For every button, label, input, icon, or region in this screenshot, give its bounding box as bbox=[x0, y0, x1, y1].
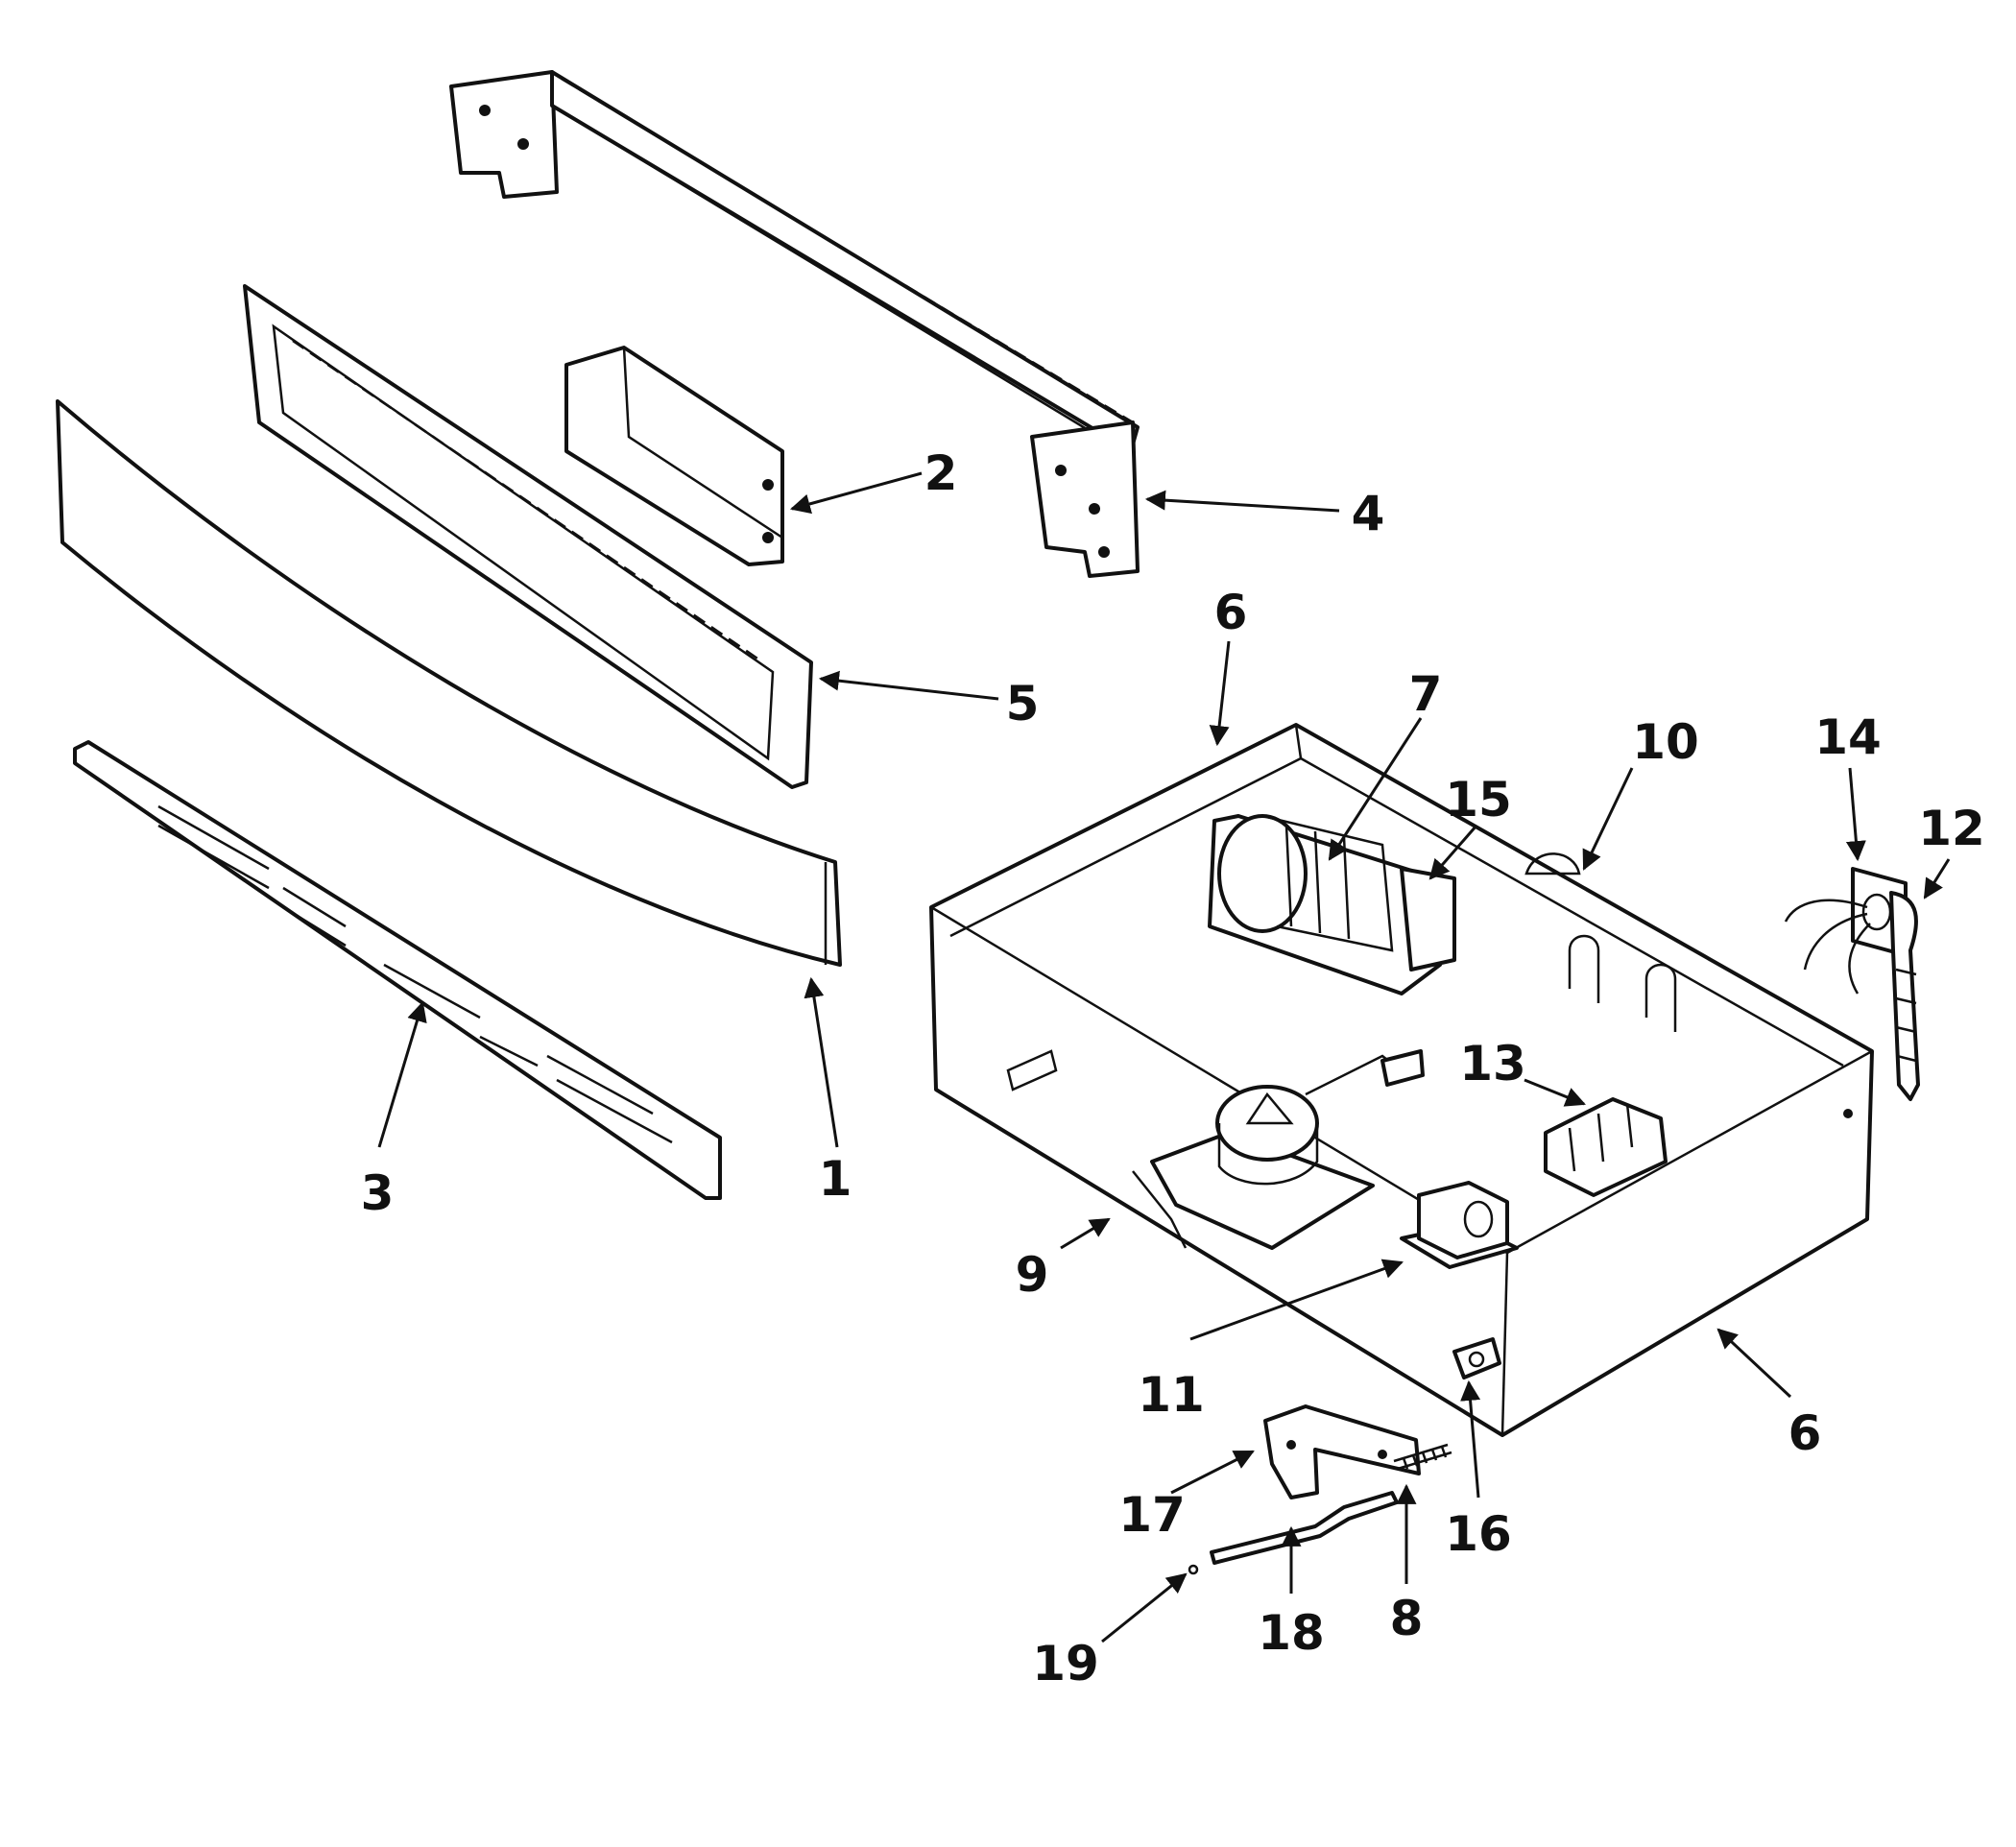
part-14-cord-bracket bbox=[1784, 867, 1908, 995]
callout-10: 10 bbox=[1632, 714, 1699, 770]
leader-12 bbox=[1923, 858, 1951, 900]
part-9-motor-assembly bbox=[1132, 1049, 1425, 1250]
part-3-keypad-strip bbox=[73, 740, 722, 1200]
leader-14 bbox=[1845, 767, 1866, 862]
part-18-latch-arm bbox=[1210, 1491, 1399, 1565]
leader-9 bbox=[1060, 1217, 1111, 1250]
callout-9: 9 bbox=[1016, 1247, 1049, 1303]
callout-12: 12 bbox=[1918, 801, 1985, 856]
leader-1 bbox=[804, 976, 839, 1148]
part-17-latch-bracket bbox=[1263, 1404, 1421, 1499]
part-2-control-module bbox=[564, 346, 784, 566]
callout-14: 14 bbox=[1814, 709, 1882, 765]
callout-5: 5 bbox=[1006, 676, 1040, 732]
part-13-terminal-block bbox=[1544, 1097, 1668, 1197]
part-4-rear-channel bbox=[449, 70, 1140, 578]
callout-18: 18 bbox=[1258, 1605, 1325, 1661]
part-12-power-cord bbox=[1889, 891, 1920, 1101]
callout-15: 15 bbox=[1445, 772, 1512, 828]
leader-16 bbox=[1460, 1379, 1481, 1499]
callout-6b: 6 bbox=[1788, 1405, 1822, 1461]
leader-13 bbox=[1524, 1078, 1586, 1107]
leader-5 bbox=[818, 670, 999, 701]
part-8-spring bbox=[1393, 1443, 1452, 1471]
leader-6a bbox=[1209, 640, 1231, 747]
leader-7 bbox=[1328, 717, 1423, 861]
leader-6b bbox=[1716, 1328, 1792, 1399]
leader-17 bbox=[1170, 1450, 1255, 1495]
leader-11 bbox=[1189, 1259, 1404, 1341]
callout-16: 16 bbox=[1445, 1506, 1512, 1562]
callout-7: 7 bbox=[1409, 666, 1443, 722]
callout-labels: 1 2 3 4 5 6 6 7 8 9 10 11 12 13 14 15 16… bbox=[361, 445, 1985, 1691]
callout-2: 2 bbox=[924, 445, 958, 501]
callout-19: 19 bbox=[1032, 1636, 1099, 1691]
part-1-front-panel bbox=[56, 399, 842, 967]
leader-4 bbox=[1144, 490, 1340, 513]
leader-lines bbox=[377, 471, 1951, 1643]
leader-19 bbox=[1101, 1572, 1188, 1643]
leader-15 bbox=[1428, 825, 1478, 880]
leader-10 bbox=[1582, 767, 1634, 871]
callout-1: 1 bbox=[819, 1151, 852, 1207]
callout-8: 8 bbox=[1390, 1591, 1424, 1646]
callout-6a: 6 bbox=[1214, 585, 1248, 640]
callout-4: 4 bbox=[1352, 486, 1385, 541]
leader-3 bbox=[377, 1000, 427, 1148]
part-11-transformer bbox=[1400, 1181, 1519, 1269]
part-16-switch bbox=[1452, 1337, 1501, 1379]
part-19-screw bbox=[1188, 1564, 1199, 1575]
callout-3: 3 bbox=[361, 1165, 395, 1221]
callout-13: 13 bbox=[1459, 1036, 1526, 1091]
callout-11: 11 bbox=[1138, 1367, 1205, 1423]
part-5-control-frame bbox=[243, 284, 813, 789]
callout-17: 17 bbox=[1118, 1487, 1186, 1543]
leader-2 bbox=[789, 471, 923, 515]
